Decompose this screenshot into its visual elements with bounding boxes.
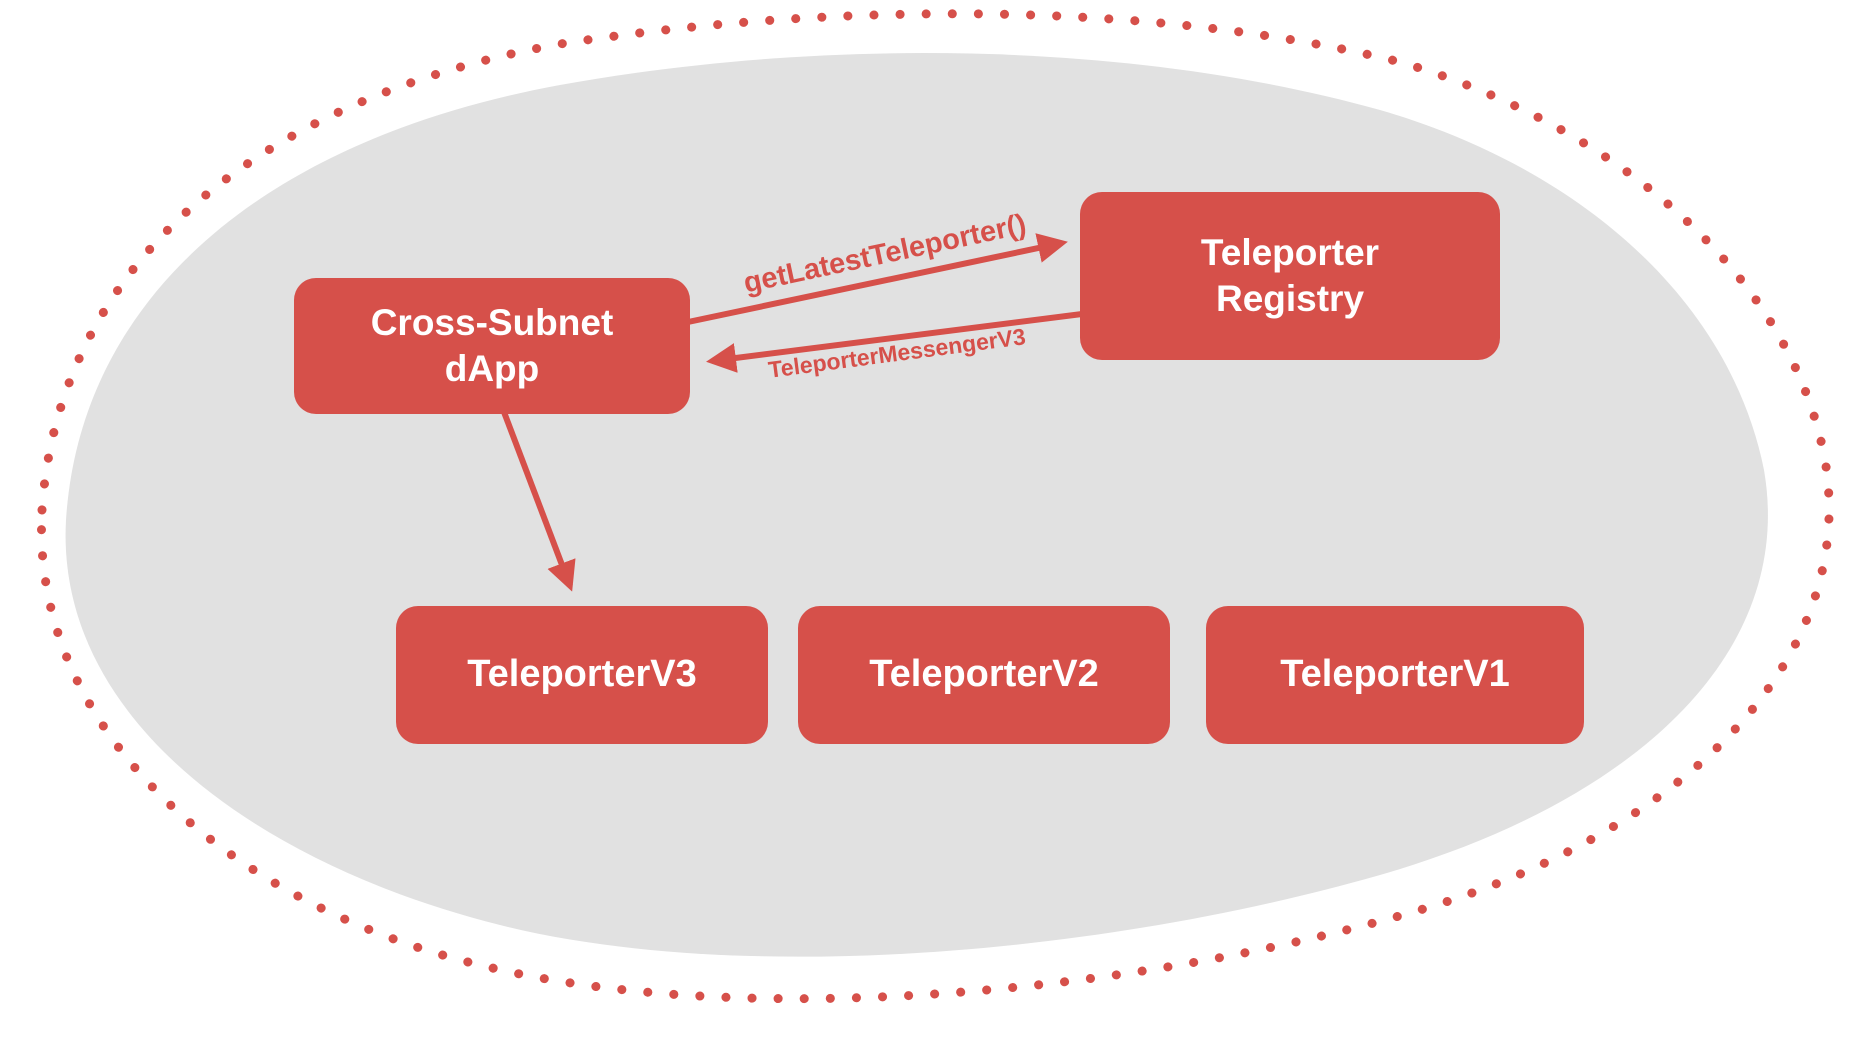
node-teleporter-v1: TeleporterV1 xyxy=(1206,606,1584,744)
node-label: TeleporterV1 xyxy=(1280,653,1510,696)
node-teleporter-v2: TeleporterV2 xyxy=(798,606,1170,744)
node-teleporter-v3: TeleporterV3 xyxy=(396,606,768,744)
arrow-get-latest-teleporter xyxy=(687,233,1068,325)
dotted-boundary-outline xyxy=(37,9,1834,1004)
node-teleporter-registry: Teleporter Registry xyxy=(1080,192,1500,360)
arrow-dapp-to-teleporter-v3 xyxy=(501,410,576,592)
subnet-blob-shape xyxy=(65,53,1768,957)
node-label-line: dApp xyxy=(444,348,540,389)
node-label: TeleporterV3 xyxy=(467,653,697,696)
node-label: TeleporterV2 xyxy=(869,653,1099,696)
arrow-teleporter-messenger-v3 xyxy=(706,311,1083,373)
node-label-line: Registry xyxy=(1215,278,1365,319)
node-label-line: Cross-Subnet xyxy=(370,301,614,343)
node-label-line: Teleporter xyxy=(1200,231,1380,273)
node-cross-subnet-dapp: Cross-Subnet dApp xyxy=(294,278,690,414)
